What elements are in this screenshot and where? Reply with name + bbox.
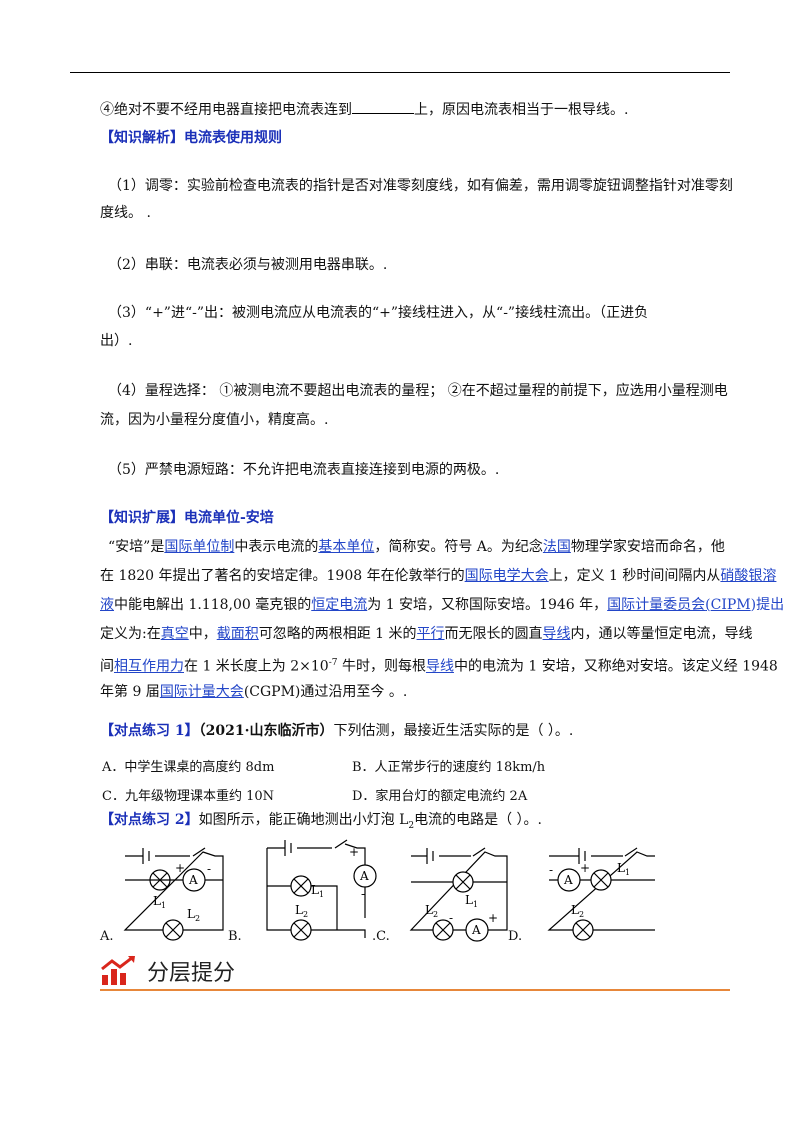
- link-parallel[interactable]: 平行: [416, 626, 445, 642]
- rule-3b: 出）.: [100, 333, 133, 349]
- svg-text:2: 2: [433, 910, 438, 919]
- rule-1b: 度线。 .: [100, 205, 151, 221]
- link-electrical-congress[interactable]: 国际电学大会: [464, 568, 549, 584]
- ampere-line-4: 定义为:在真空中，截面积可忽略的两根相距 1 米的平行而无限长的圆直导线内，通以…: [100, 626, 753, 642]
- exercise1-heading: 【对点练习 1】（2021·山东临沂市）下列估测，最接近生活实际的是（ ）。.: [100, 721, 573, 741]
- item4-line: ④绝对不要不经用电器直接把电流表连到 上，原因电流表相当于一根导线。.: [100, 100, 628, 120]
- footer-title: 分层提分: [147, 961, 236, 986]
- circuit-label-d[interactable]: D.: [508, 929, 523, 944]
- answer-blank: [352, 101, 414, 114]
- svg-text:-: -: [207, 862, 211, 876]
- exercise1-tag: 【对点练习 1】: [100, 723, 199, 739]
- circuit-label-c[interactable]: .C.: [372, 929, 390, 944]
- link-solution[interactable]: 液: [100, 597, 114, 613]
- circuit-label-b[interactable]: B.: [228, 929, 242, 944]
- svg-text:2: 2: [579, 910, 584, 919]
- link-silver-nitrate[interactable]: 硝酸银溶: [720, 568, 777, 584]
- svg-text:2: 2: [303, 910, 308, 919]
- exercise2-question: 如图所示，能正确地测出小灯泡 L: [198, 812, 409, 828]
- link-vacuum[interactable]: 真空: [160, 626, 189, 642]
- circuit-a[interactable]: [123, 847, 224, 941]
- svg-text:+: +: [488, 911, 498, 925]
- ampere-line-2: 在 1820 年提出了著名的安培定律。1908 年在伦敦举行的国际电学大会上，定…: [100, 568, 777, 584]
- item4-text: ④绝对不要不经用电器直接把电流表连到: [100, 102, 352, 118]
- ampere-line-5: 间相互作用力在 1 米长度上为 2×10-7 牛时，则每根导线中的电流为 1 安…: [100, 658, 778, 675]
- svg-text:L: L: [311, 883, 319, 897]
- link-france[interactable]: 法国: [542, 539, 571, 555]
- svg-text:L: L: [425, 903, 433, 917]
- ampere-line-3: 液中能电解出 1.118,00 毫克银的恒定电流为 1 安培，又称国际安培。19…: [100, 597, 785, 613]
- ampere-line-6: 年第 9 届国际计量大会(CGPM)通过沿用至今 。.: [100, 684, 408, 700]
- link-cipm-abbr[interactable]: CIPM: [710, 597, 751, 613]
- link-wire[interactable]: 导线: [542, 626, 571, 642]
- circuit-c[interactable]: [409, 847, 508, 942]
- svg-text:1: 1: [625, 868, 630, 877]
- link-si[interactable]: 国际单位制: [164, 539, 235, 555]
- section2-title: 电流单位-安培: [184, 510, 274, 526]
- option-b[interactable]: B．人正常步行的速度约 18km/h: [352, 760, 546, 775]
- link-cgpm[interactable]: 国际计量大会: [159, 684, 244, 700]
- rule-3a: （3）“+”进“-”出：被测电流应从电流表的“+”接线柱进入，从“-”接线柱流出…: [108, 305, 649, 321]
- exercise1-question: 下列估测，最接近生活实际的是（ ）。.: [333, 723, 574, 739]
- growth-chart-icon: [101, 955, 135, 985]
- svg-text:-: -: [549, 863, 553, 877]
- footer-rule: [100, 989, 730, 991]
- link-wire-2[interactable]: 导线: [425, 658, 454, 675]
- link-cross-section[interactable]: 截面积: [216, 626, 259, 642]
- circuit-d[interactable]: [547, 847, 655, 941]
- svg-text:1: 1: [473, 900, 478, 909]
- exercise1-source: （2021·山东临沂市）: [198, 723, 334, 739]
- rule-1a: （1）调零：实验前检查电流表的指针是否对准零刻度线，如有偏差，需用调零旋钮调整指…: [108, 178, 733, 194]
- section2-tag: 【知识扩展】: [100, 510, 184, 526]
- svg-text:L: L: [187, 907, 195, 921]
- section2-heading: 【知识扩展】电流单位-安培: [100, 508, 274, 528]
- rule-4a: （4）量程选择： ①被测电流不要超出电流表的量程； ②在不超过量程的前提下，应选…: [108, 383, 728, 399]
- link-interaction-force[interactable]: 相互作用力: [114, 658, 184, 675]
- circuit-b[interactable]: [266, 839, 377, 941]
- circuit-label-a[interactable]: A.: [100, 929, 114, 944]
- section1-tag: 【知识解析】: [100, 130, 184, 146]
- svg-text:-: -: [449, 911, 453, 925]
- svg-text:+: +: [349, 845, 359, 859]
- exercise2-heading: 【对点练习 2】如图所示，能正确地测出小灯泡 L2电流的电路是（ ）。.: [100, 812, 543, 831]
- exercise2-question-end: 电流的电路是（ ）。.: [414, 812, 543, 828]
- svg-text:L: L: [153, 894, 161, 908]
- section1-heading: 【知识解析】电流表使用规则: [100, 128, 282, 148]
- rule-4b: 流，因为小量程分度值小，精度高。.: [100, 412, 329, 428]
- exercise2-tag: 【对点练习 2】: [100, 812, 199, 828]
- option-d[interactable]: D．家用台灯的额定电流约 2A: [352, 789, 528, 804]
- svg-text:2: 2: [195, 914, 200, 923]
- svg-text:L: L: [617, 861, 625, 875]
- rule-2: （2）串联：电流表必须与被测用电器串联。.: [108, 257, 388, 273]
- option-c[interactable]: C．九年级物理课本重约 10N: [102, 789, 274, 804]
- section1-title: 电流表使用规则: [184, 130, 282, 146]
- link-cipm[interactable]: 国际计量委员会: [607, 597, 706, 613]
- item4-text-after: 上，原因电流表相当于一根导线。.: [414, 102, 629, 118]
- svg-text:A: A: [563, 873, 573, 887]
- option-a[interactable]: A．中学生课桌的高度约 8dm: [102, 760, 275, 775]
- svg-text:A: A: [359, 869, 369, 883]
- svg-text:1: 1: [319, 890, 324, 899]
- svg-text:+: +: [580, 861, 590, 875]
- top-rule: [70, 72, 730, 73]
- svg-text:L: L: [571, 903, 579, 917]
- svg-text:+: +: [175, 861, 185, 875]
- svg-text:A: A: [471, 923, 481, 937]
- link-base-unit[interactable]: 基本单位: [318, 539, 375, 555]
- svg-text:-: -: [361, 887, 365, 901]
- svg-text:L: L: [465, 893, 473, 907]
- svg-text:A: A: [188, 873, 198, 887]
- svg-text:1: 1: [161, 901, 166, 910]
- rule-5: （5）严禁电源短路：不允许把电流表直接连接到电源的两极。.: [108, 462, 500, 478]
- svg-text:L: L: [295, 903, 303, 917]
- ampere-line-1: “安培”是国际单位制中表示电流的基本单位，简称安。符号 A。为纪念法国物理学家安…: [108, 539, 725, 555]
- link-constant-current[interactable]: 恒定电流: [311, 597, 368, 613]
